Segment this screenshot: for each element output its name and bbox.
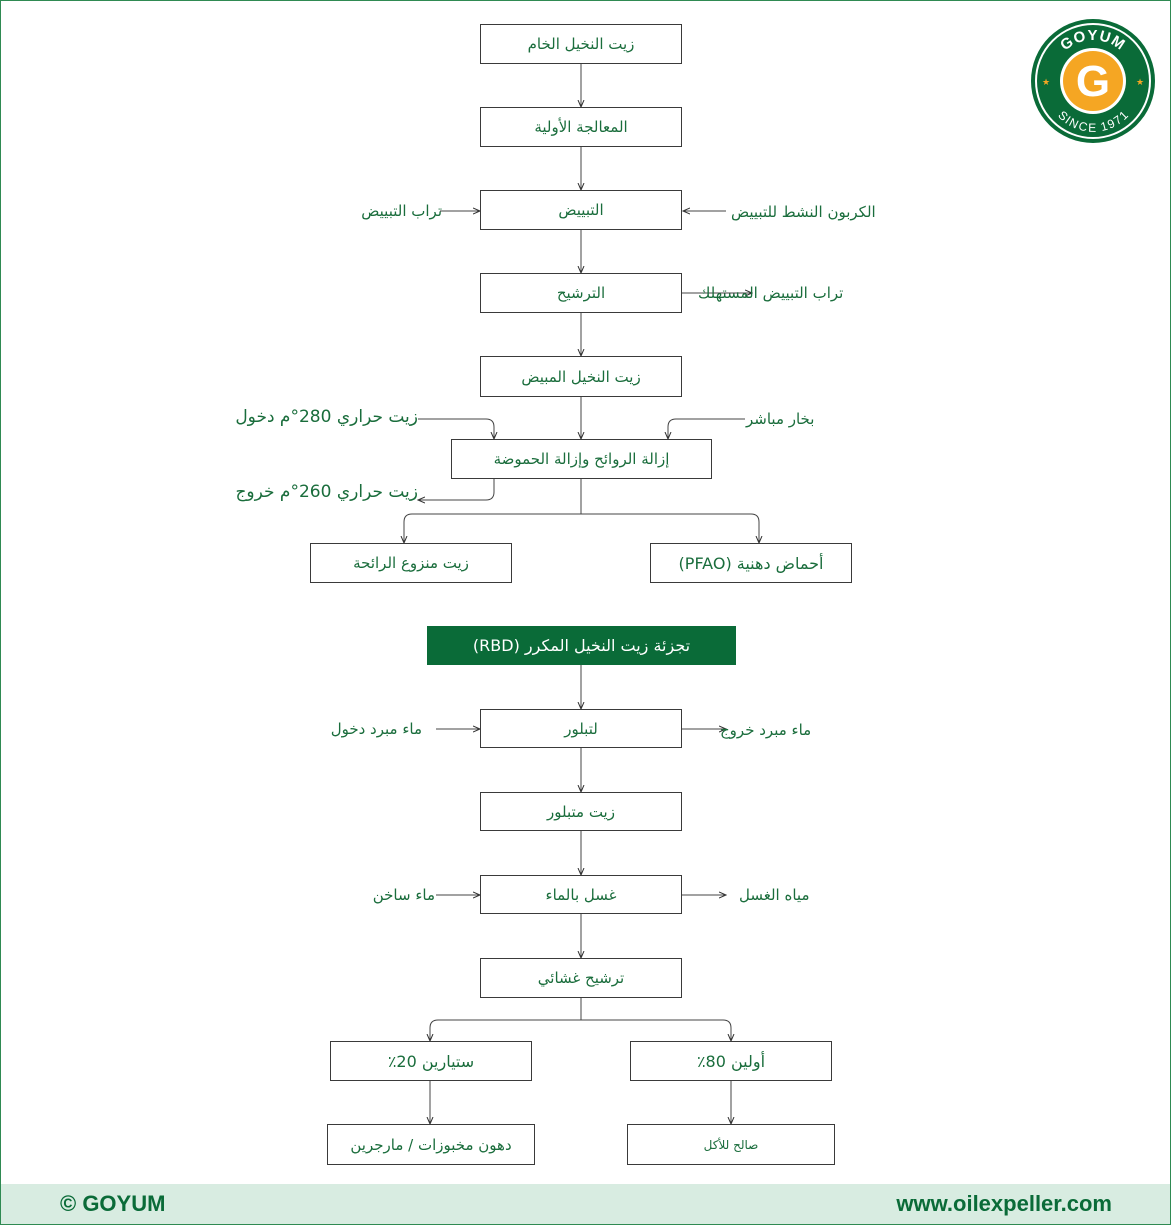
box-stearin: ستيارين 20٪ <box>330 1041 532 1081</box>
footer-copyright: © GOYUM <box>60 1191 166 1216</box>
label-direct-steam: بخار مباشر <box>746 410 815 428</box>
box-pretreatment: المعالجة الأولية <box>480 107 682 147</box>
footer-website-link[interactable]: www.oilexpeller.com <box>896 1191 1112 1216</box>
label-wash-water: مياه الغسل <box>739 886 810 904</box>
box-bakery-fats: دهون مخبوزات / مارجرين <box>327 1124 535 1165</box>
label-thermal-oil-in: زيت حراري 280°م دخول <box>235 407 418 427</box>
label-thermal-oil-out: زيت حراري 260°م خروج <box>235 482 418 502</box>
box-membrane-filtration: ترشيح غشائي <box>480 958 682 998</box>
arrow-thermal-in <box>418 418 494 439</box>
arrow-to-deodorized-oil <box>404 479 582 543</box>
goyum-logo: GOYUM SINCE 1971 G ★ ★ <box>1031 19 1155 143</box>
box-edible: صالح للأكل <box>627 1124 835 1165</box>
label-chilled-water-in: ماء مبرد دخول <box>330 720 422 738</box>
box-deodorized-oil: زيت منزوع الرائحة <box>310 543 512 583</box>
box-crude-palm-oil: زيت النخيل الخام <box>480 24 682 64</box>
box-crystallized-oil: زيت متبلور <box>480 792 682 831</box>
arrow-to-olein <box>581 1019 731 1041</box>
box-olein: أولين 80٪ <box>630 1041 832 1081</box>
arrow-thermal-out <box>418 479 495 500</box>
box-rbd-fractionation: تجزئة زيت النخيل المكرر (RBD) <box>427 626 736 665</box>
footer-bar: © GOYUM www.oilexpeller.com <box>1 1184 1170 1224</box>
arrow-steam-in <box>668 418 745 439</box>
arrow-to-stearin <box>430 998 582 1041</box>
box-fatty-acids: أحماض دهنية (PFAO) <box>650 543 852 583</box>
label-spent-earth: تراب التبييض المستهلك <box>698 284 844 302</box>
logo-letter: G <box>1076 57 1110 106</box>
logo-star-right-icon: ★ <box>1136 78 1144 88</box>
arrow-to-pfad <box>581 513 759 543</box>
box-bleached-oil: زيت النخيل المبيض <box>480 356 682 397</box>
logo-star-left-icon: ★ <box>1042 78 1050 88</box>
label-activated-carbon: الكربون النشط للتبييض <box>731 203 876 221</box>
box-bleaching: التبييض <box>480 190 682 230</box>
label-hot-water: ماء ساخن <box>372 886 435 904</box>
label-bleaching-earth: تراب التبييض <box>361 202 442 220</box>
label-chilled-water-out: ماء مبرد خروج <box>720 721 812 739</box>
box-filtration: الترشيح <box>480 273 682 313</box>
box-crystallization: لتبلور <box>480 709 682 748</box>
box-deodorization: إزالة الروائح وإزالة الحموضة <box>451 439 712 479</box>
box-water-washing: غسل بالماء <box>480 875 682 914</box>
